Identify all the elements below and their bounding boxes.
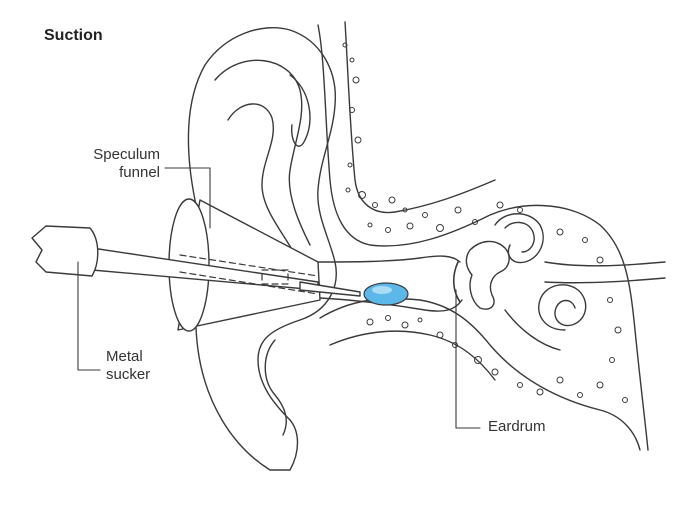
bone-lower-outline [319,297,641,451]
ossicles [465,240,510,310]
sucker-handle [31,225,99,277]
pinna-inner-fold [214,59,311,246]
ear-wax-highlight [372,286,392,294]
bone-lower-outline-2 [329,330,496,381]
speculum-label-line1: Speculum [93,146,160,163]
pinna-lobe-curve [264,339,287,436]
sucker-label-line2: sucker [106,366,151,383]
middle-ear [465,213,666,351]
speculum-label-line2: funnel [119,164,160,181]
sucker-leader [77,261,101,371]
auditory-nerve-2 [544,277,666,284]
metal-sucker-label: Metal sucker [106,348,150,384]
diagram-title: Suction [44,27,103,44]
eustachian-area [504,309,561,351]
skull-inner-line [344,21,496,214]
pinna-inner-curve [227,103,296,256]
ear-wax [363,282,409,306]
ear-canal-lower [319,297,463,312]
bone-texture [342,42,628,403]
auditory-nerve [544,261,666,267]
speculum-funnel-label: Speculum funnel [60,146,160,182]
eardrum-leader [455,289,481,429]
sucker-label-line1: Metal [106,348,143,365]
cochlea-spiral [538,284,587,331]
semicircular-canal [494,213,544,264]
sucker-hidden-path [179,254,319,295]
speculum-leader [164,167,211,229]
skull-outline [317,24,649,451]
sucker-tip [299,281,361,297]
ear-canal-upper [317,255,461,263]
eardrum [452,261,461,303]
pinna-small-fold [289,74,311,147]
eardrum-label: Eardrum [488,418,546,435]
label-leaders [77,167,481,429]
semicircular-canal-inner [504,221,535,253]
